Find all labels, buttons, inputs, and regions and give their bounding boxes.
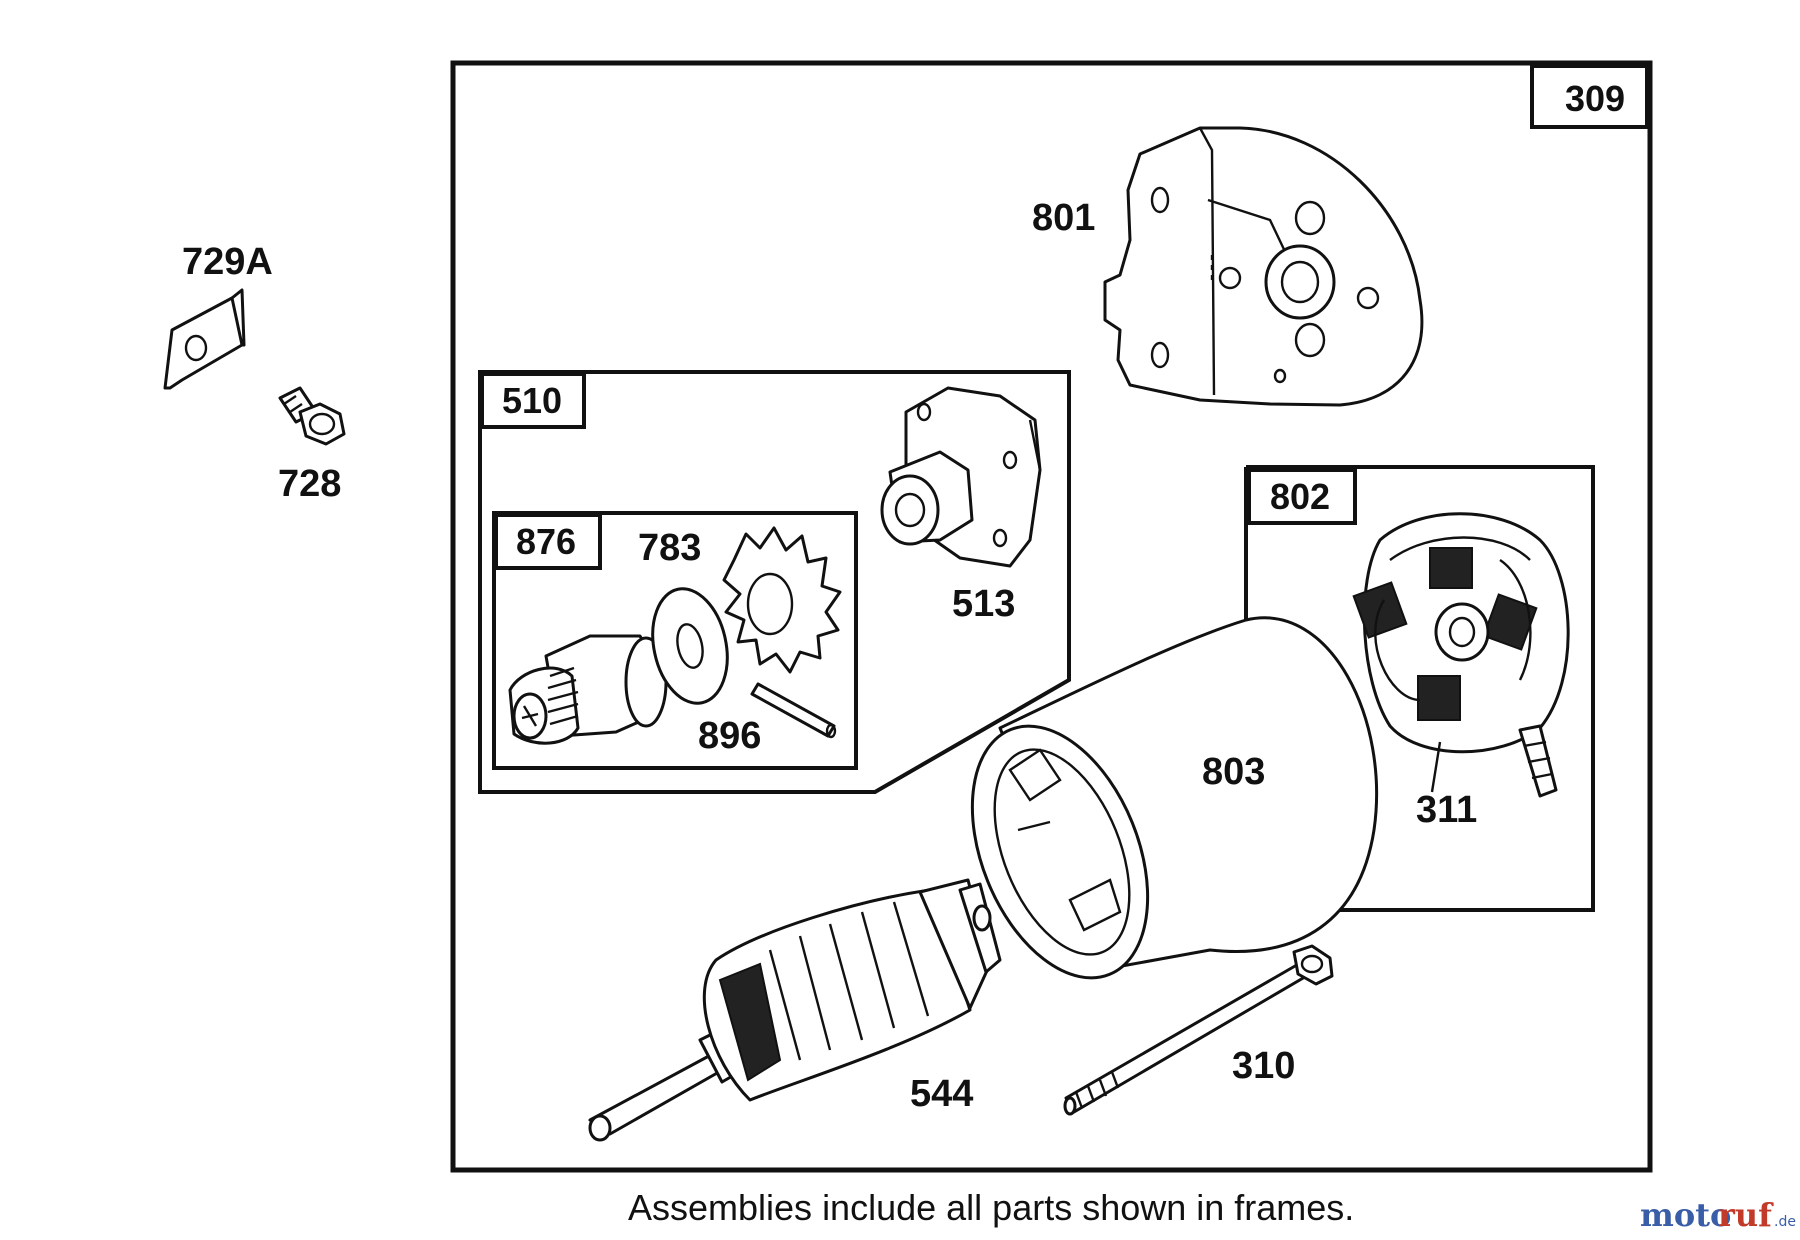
end-plate-801 — [1103, 126, 1424, 407]
label-728: 728 — [278, 463, 341, 505]
watermark-part1: moto — [1640, 1196, 1731, 1234]
label-311: 311 — [1416, 789, 1477, 831]
washer-and-gear-783 — [651, 526, 842, 705]
frame-510-label: 510 — [502, 380, 562, 421]
label-729a: 729A — [182, 241, 273, 283]
through-bolt-310 — [1063, 944, 1334, 1116]
watermark-part3: .de — [1774, 1214, 1796, 1230]
label-310: 310 — [1232, 1045, 1295, 1087]
frame-876-label: 876 — [516, 521, 576, 562]
watermark-logo: moto ruf .de — [1640, 1196, 1796, 1234]
frame-876: 876 — [492, 511, 858, 770]
caption: Assemblies include all parts shown in fr… — [628, 1187, 1354, 1228]
bracket-729a — [163, 288, 246, 390]
label-896: 896 — [698, 715, 761, 757]
armature-slots — [718, 901, 930, 1082]
label-801: 801 — [1032, 197, 1095, 239]
frame-309-label: 309 — [1565, 78, 1625, 119]
label-783: 783 — [638, 527, 701, 569]
motor-housing-803 — [970, 616, 1379, 980]
label-513: 513 — [952, 583, 1015, 625]
frame-510: 510 — [478, 370, 1071, 794]
frame-309: 309 — [450, 60, 1653, 1173]
armature-544 — [588, 878, 1002, 1142]
label-544: 544 — [910, 1073, 973, 1115]
bolt-728 — [278, 386, 346, 446]
spring-coils — [547, 666, 579, 726]
brush-plate-311 — [1352, 512, 1570, 798]
clutch-assembly — [508, 634, 668, 745]
frame-802: 802 — [1244, 465, 1595, 912]
pin-896 — [750, 682, 837, 739]
label-803: 803 — [1202, 751, 1265, 793]
frame-802-label: 802 — [1270, 476, 1330, 517]
watermark-part2: ruf — [1718, 1196, 1774, 1234]
drive-housing-513 — [880, 386, 1042, 568]
